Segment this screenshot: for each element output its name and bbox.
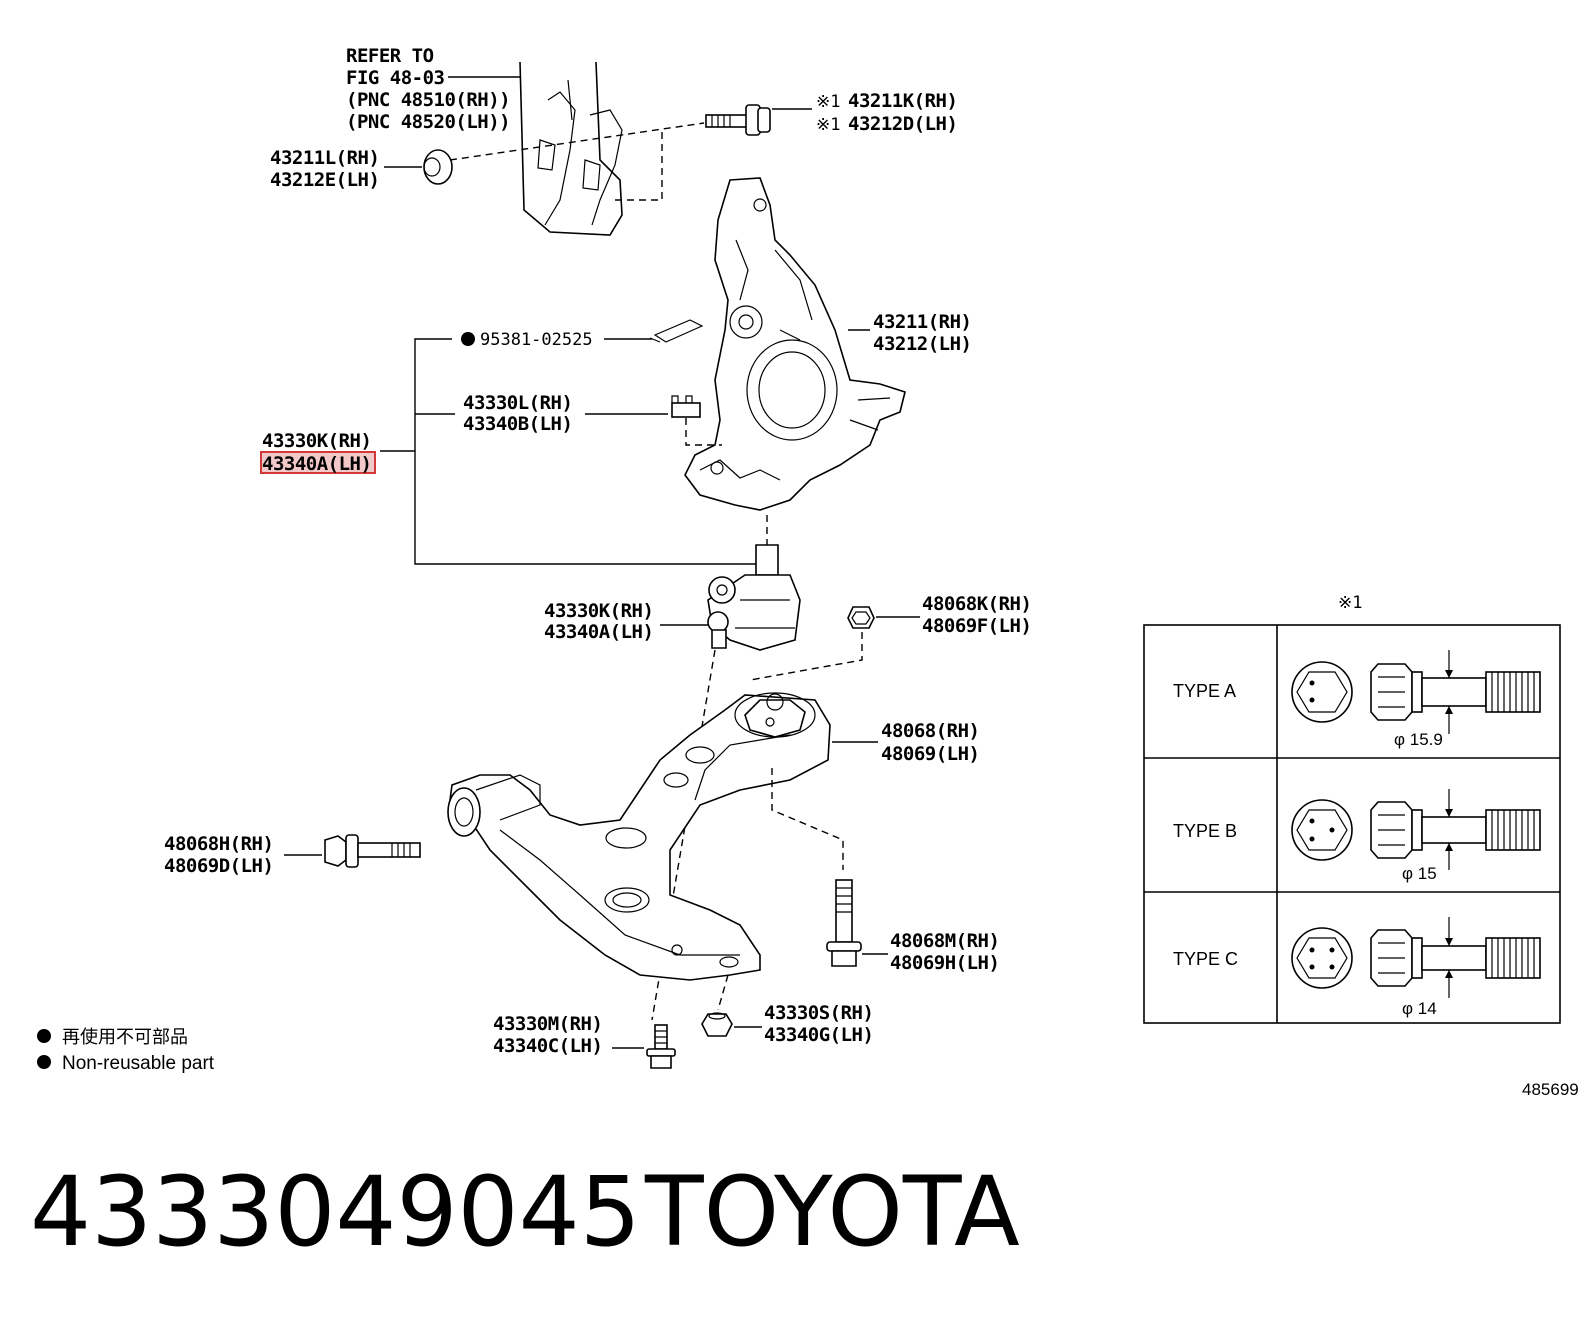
top-nut-drawing: [384, 149, 453, 185]
label-bj-bolt-rh: 43330M(RH): [493, 1013, 602, 1035]
label-bj-nut-rh: 43330S(RH): [764, 1002, 873, 1024]
label-bj-bolt-lh: 43340C(LH): [493, 1035, 602, 1057]
assembly-bracket: [380, 338, 760, 565]
legend-en: Non-reusable part: [62, 1053, 215, 1074]
refer-line-4: (PNC 48520(LH)): [346, 111, 510, 133]
cotter-pin-drawing: [649, 319, 704, 343]
label-assy-lh: 43340A(LH): [262, 453, 371, 475]
bracket-dash: [615, 132, 663, 201]
types-table-mark: ※1: [1338, 593, 1362, 613]
refer-line-1: REFER TO: [346, 45, 434, 67]
bj-bolt-drawing: [646, 1024, 676, 1069]
bj-nut-drawing: [701, 1012, 733, 1037]
type-b-diameter: φ 15: [1402, 864, 1437, 883]
lower-control-arm-drawing: [447, 692, 831, 981]
arm-nut-drawing: [847, 606, 875, 629]
types-table: ※1 TYPE A TYPE B TYPE C φ 15.9: [1143, 593, 1561, 1024]
bolt-top-mark-1: ※1: [816, 92, 840, 112]
label-castle-nut-rh: 43330L(RH): [463, 392, 572, 414]
label-knuckle-lh: 43212(LH): [873, 333, 971, 355]
castle-nut-drawing: [671, 395, 701, 418]
ball-joint-drawing: [707, 544, 801, 651]
highlight-box: [260, 451, 376, 474]
refer-note: REFER TO FIG 48-03 (PNC 48510(RH)) (PNC …: [346, 45, 530, 133]
type-a-diameter: φ 15.9: [1394, 730, 1443, 749]
label-bj-nut-lh: 43340G(LH): [764, 1024, 873, 1046]
top-bolt-drawing: [705, 104, 812, 136]
bj-nut-dash: [717, 974, 729, 1011]
refer-line-2: FIG 48-03: [346, 67, 445, 89]
label-nut-top-rh: 43211L(RH): [270, 147, 379, 169]
label-pin: 95381-02525: [480, 330, 593, 350]
arm-nut-dash: [749, 632, 863, 681]
type-b-bolt-icon: [1291, 789, 1541, 870]
label-balljoint-lh: 43340A(LH): [544, 621, 653, 643]
label-balljoint-rh: 43330K(RH): [544, 600, 653, 622]
type-c-bolt-icon: [1291, 917, 1541, 998]
label-knuckle-rh: 43211(RH): [873, 311, 971, 333]
label-bolt-top-rh: 43211K(RH): [848, 90, 957, 112]
label-arm-nut-rh: 48068K(RH): [922, 593, 1031, 615]
label-assy-rh: 43330K(RH): [262, 430, 371, 452]
brand-caption: TOYOTA: [645, 1156, 1020, 1268]
legend-dot-jp: [37, 1029, 51, 1043]
top-bolt-dash: [449, 122, 705, 161]
refer-line-3: (PNC 48510(RH)): [346, 89, 510, 111]
legend-dot-en: [37, 1055, 51, 1069]
rear-bolt-drawing: [826, 879, 862, 967]
type-c-label: TYPE C: [1173, 949, 1238, 969]
type-b-label: TYPE B: [1173, 821, 1237, 841]
steering-knuckle-drawing: [684, 177, 906, 511]
label-arm-nut-lh: 48069F(LH): [922, 615, 1031, 637]
label-arm-rh: 48068(RH): [881, 720, 979, 742]
non-reusable-dot-pin: [461, 332, 475, 346]
part-number-caption: 4333049045: [30, 1156, 641, 1268]
label-rear-bolt-rh: 48068M(RH): [890, 930, 999, 952]
type-a-label: TYPE A: [1173, 681, 1236, 701]
castle-nut-dash: [685, 418, 722, 446]
type-c-diameter: φ 14: [1402, 999, 1437, 1018]
legend: 再使用不可部品 Non-reusable part: [37, 1027, 215, 1074]
label-nut-top-lh: 43212E(LH): [270, 169, 379, 191]
label-castle-nut-lh: 43340B(LH): [463, 413, 572, 435]
label-arm-lh: 48069(LH): [881, 743, 979, 765]
figure-id: 485699: [1522, 1080, 1579, 1099]
bolt-top-mark-2: ※1: [816, 115, 840, 135]
front-bolt-drawing: [324, 834, 421, 868]
label-bolt-top-lh: 43212D(LH): [848, 113, 957, 135]
strut-bracket-drawing: [519, 61, 623, 236]
label-rear-bolt-lh: 48069H(LH): [890, 952, 999, 974]
label-front-bolt-rh: 48068H(RH): [164, 833, 273, 855]
rear-bolt-dash: [771, 768, 844, 870]
label-front-bolt-lh: 48069D(LH): [164, 855, 273, 877]
legend-jp: 再使用不可部品: [62, 1027, 188, 1047]
type-a-bolt-icon: [1291, 650, 1541, 734]
